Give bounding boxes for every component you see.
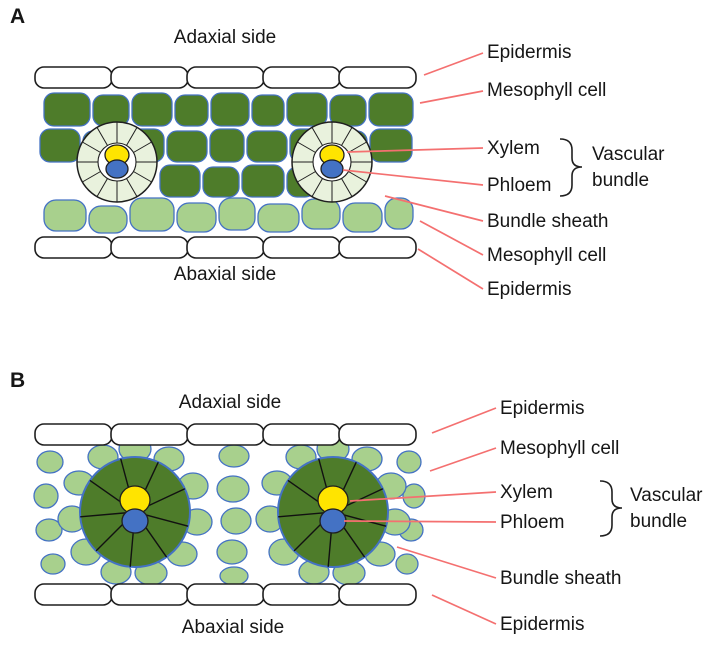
mesophyll-cell xyxy=(216,539,248,565)
leader-epidermis-top xyxy=(431,407,497,434)
mesophyll-cell xyxy=(219,566,249,586)
mesophyll-cell xyxy=(342,202,383,233)
phloem-label-a: Phloem xyxy=(487,175,552,196)
mesophyll-cell xyxy=(33,483,59,509)
leader-epidermis-top xyxy=(423,52,484,76)
vascular-bundle-label-a-line2: bundle xyxy=(592,170,650,191)
vascular-bundle-right xyxy=(291,121,373,203)
epidermis-bottom-label-a: Epidermis xyxy=(487,279,572,300)
panel-b-diagram xyxy=(33,407,623,625)
mesophyll-cell xyxy=(220,507,252,535)
abaxial-epidermis-row xyxy=(34,583,417,606)
mesophyll-cell xyxy=(43,92,91,127)
adaxial-epidermis-row xyxy=(34,423,417,446)
mesophyll-cell xyxy=(210,92,250,127)
leader-phloem xyxy=(343,520,497,523)
mesophyll-cell xyxy=(216,475,250,503)
mesophyll-cell xyxy=(368,92,414,127)
mesophyll-cells xyxy=(33,444,426,586)
mesophyll-cell xyxy=(43,199,87,232)
abaxial-side-label-a: Abaxial side xyxy=(173,264,277,285)
mesophyll-cell xyxy=(257,203,300,233)
mesophyll-cell xyxy=(92,94,130,127)
xylem-label-a: Xylem xyxy=(487,138,540,159)
leader-epidermis-bottom xyxy=(417,248,484,290)
adaxial-epidermis-row xyxy=(34,66,417,89)
mesophyll-cell xyxy=(395,553,419,575)
mesophyll-cell xyxy=(36,450,64,474)
mesophyll-cell xyxy=(369,128,413,163)
mesophyll-cell xyxy=(40,553,66,575)
mesophyll-top-label-a: Mesophyll cell xyxy=(487,80,607,101)
vascular-bundle-left xyxy=(76,121,158,203)
mesophyll-cell xyxy=(166,130,208,163)
mesophyll-label-b: Mesophyll cell xyxy=(500,438,620,459)
leader-mesophyll xyxy=(429,447,497,472)
spongy-mesophyll-cells xyxy=(43,197,414,234)
abaxial-epidermis-row xyxy=(34,236,417,259)
mesophyll-cell xyxy=(88,205,128,234)
panel-a-letter: A xyxy=(10,5,26,28)
mesophyll-cell xyxy=(246,130,288,163)
mesophyll-bottom-label-a: Mesophyll cell xyxy=(487,245,607,266)
mesophyll-cell xyxy=(35,518,63,542)
abaxial-side-label-b: Abaxial side xyxy=(181,617,285,638)
epidermis-top-label-b: Epidermis xyxy=(500,398,585,419)
leader-xylem xyxy=(346,147,484,153)
adaxial-side-label-a: Adaxial side xyxy=(173,27,277,48)
panel-b-letter: B xyxy=(10,369,26,392)
leader-phloem xyxy=(342,169,484,186)
bundle-sheath-label-b: Bundle sheath xyxy=(500,568,622,589)
mesophyll-cell xyxy=(176,202,217,233)
mesophyll-cell xyxy=(218,197,256,231)
panel-a-diagram xyxy=(34,52,583,290)
leader-mesophyll-top xyxy=(419,90,484,104)
epidermis-bottom-label-b: Epidermis xyxy=(500,614,585,635)
vascular-bundle-right xyxy=(277,456,389,568)
leader-lines-panel-a xyxy=(342,52,484,290)
mesophyll-cell xyxy=(396,450,422,474)
vascular-bundle-label-a-line1: Vascular xyxy=(592,144,665,165)
mesophyll-cell xyxy=(218,444,250,468)
mesophyll-cell xyxy=(251,94,285,127)
adaxial-side-label-b: Adaxial side xyxy=(178,392,282,413)
mesophyll-cell xyxy=(131,92,173,127)
mesophyll-cell xyxy=(384,197,414,230)
epidermis-top-label-a: Epidermis xyxy=(487,42,572,63)
mesophyll-cell xyxy=(129,197,175,232)
vascular-bundle-bracket xyxy=(599,480,623,537)
vascular-bundle-left xyxy=(79,456,191,568)
mesophyll-cell xyxy=(174,94,209,127)
leader-lines-panel-b xyxy=(343,407,497,625)
mesophyll-cell xyxy=(202,166,240,198)
vascular-bundle-label-b-line2: bundle xyxy=(630,511,688,532)
mesophyll-cell xyxy=(329,94,367,127)
phloem-label-b: Phloem xyxy=(500,512,565,533)
leader-mesophyll-bottom xyxy=(419,220,484,256)
leader-bundle-sheath xyxy=(396,546,497,579)
leader-epidermis-bottom xyxy=(431,594,497,625)
mesophyll-cell xyxy=(39,128,81,163)
mesophyll-cell xyxy=(286,92,328,127)
bundle-sheath-label-a: Bundle sheath xyxy=(487,211,609,232)
mesophyll-cell xyxy=(241,164,285,198)
xylem-label-b: Xylem xyxy=(500,482,553,503)
mesophyll-cell xyxy=(159,164,201,198)
mesophyll-cell xyxy=(301,198,341,230)
leader-xylem xyxy=(349,491,497,502)
vascular-bundle-label-b-line1: Vascular xyxy=(630,485,703,506)
leader-bundle-sheath xyxy=(384,195,484,222)
vascular-bundle-bracket xyxy=(559,138,583,197)
mesophyll-cell xyxy=(209,128,245,163)
